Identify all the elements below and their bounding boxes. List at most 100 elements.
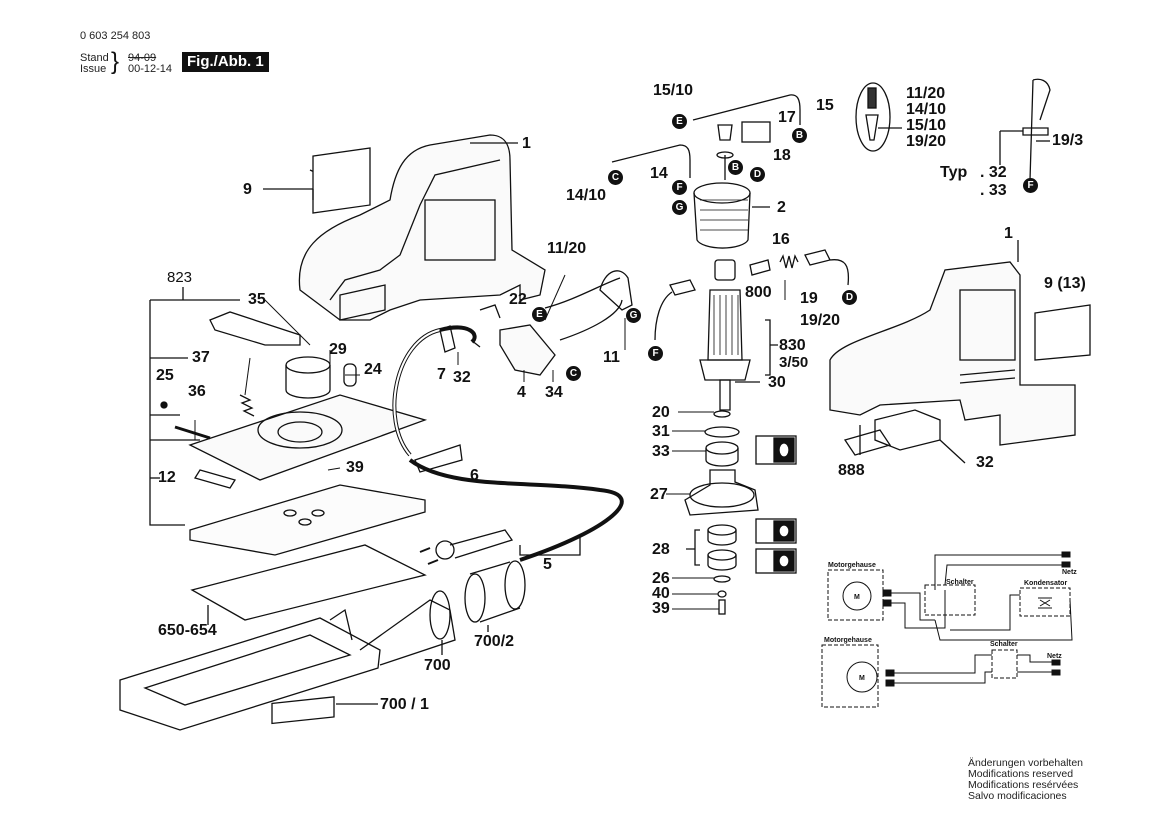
footer-line: Modifications resérvées	[968, 779, 1079, 791]
inset-item: 11/20	[906, 85, 946, 102]
callout-26: 26	[652, 570, 670, 587]
callout-31: 31	[652, 423, 670, 440]
callout-25: 25	[156, 367, 174, 384]
bearing-29	[285, 356, 331, 399]
wiring2-switch: Schalter	[990, 641, 1018, 648]
typ-label: Typ	[940, 164, 968, 181]
wiring2-mains: Netz	[1047, 653, 1062, 660]
callout-32-right: 32	[976, 454, 994, 471]
mains-plug	[419, 529, 514, 565]
callout-9: 9	[243, 181, 252, 198]
connector-badge-e: E	[672, 114, 687, 129]
nut-25	[160, 401, 168, 409]
cord-sleeve-6	[414, 444, 463, 473]
spring-16	[779, 254, 799, 269]
inset-part-list: 11/20 14/10 15/10 19/20	[906, 86, 946, 150]
connector-badge-b: B	[728, 160, 743, 175]
callout-39-left: 39	[346, 459, 364, 476]
bushing-17	[717, 124, 733, 141]
inset-item: 14/10	[906, 101, 947, 118]
lockwasher-40	[717, 590, 727, 598]
callout-11: 11	[603, 349, 620, 366]
callout-830: 830	[779, 337, 806, 354]
callout-700-1: 700 / 1	[380, 696, 429, 713]
spring-37	[239, 394, 255, 417]
stand-value: 94-09	[128, 52, 157, 64]
connector-badge-g: G	[672, 200, 687, 215]
figure-label: Fig./Abb. 1	[182, 52, 269, 72]
bearing-28	[707, 524, 737, 571]
callout-37: 37	[192, 349, 210, 366]
wiring2-motor: M	[859, 675, 865, 682]
callout-19-20: 19/20	[800, 312, 841, 329]
callout-20: 20	[652, 404, 670, 421]
callout-19-3: 19/3	[1052, 132, 1084, 149]
callout-800: 800	[745, 284, 772, 301]
wiring1-motor-housing: Motorgehause	[828, 562, 876, 569]
callout-30: 30	[768, 374, 786, 391]
power-cord	[392, 325, 624, 562]
callout-650-654: 650-654	[158, 622, 217, 639]
callout-19: 19	[800, 290, 818, 307]
callout-27: 27	[650, 486, 668, 503]
screw-39	[718, 599, 726, 615]
label-plate-9-13	[1034, 304, 1091, 361]
callout-5: 5	[543, 556, 552, 573]
inset-item: 19/20	[906, 133, 947, 150]
footer-line: Modifications reserved	[968, 768, 1074, 780]
footer-line: Salvo modificaciones	[968, 790, 1067, 802]
callout-9-13: 9 (13)	[1044, 275, 1086, 292]
bearing-33	[705, 441, 739, 467]
wiring1-mains: Netz	[1062, 569, 1077, 576]
issue-label: Issue	[80, 63, 107, 75]
carbon-brush-800	[749, 259, 771, 276]
washer-26	[713, 575, 731, 583]
sanding-pad	[189, 484, 426, 556]
connector-badge-c: C	[566, 366, 581, 381]
callout-7: 7	[437, 366, 446, 383]
callout-24: 24	[364, 361, 382, 378]
footer-disclaimer: Änderungen vorbehalten Modifications res…	[968, 758, 1083, 802]
issue-value: 00-12-14	[128, 63, 173, 75]
callout-36: 36	[188, 383, 206, 400]
connector-badge-g: G	[626, 308, 641, 323]
callout-15-10: 15/10	[653, 82, 694, 99]
ring-31	[704, 426, 740, 438]
callout-14: 14	[650, 165, 668, 182]
callout-4: 4	[517, 384, 526, 401]
callout-32-left: 32	[453, 369, 471, 386]
washer-20	[713, 410, 731, 418]
stand-label: Stand	[80, 52, 109, 64]
callout-34: 34	[545, 384, 563, 401]
nameplate-888	[843, 429, 892, 456]
callout-17: 17	[778, 109, 796, 126]
wiring-diagram-1	[827, 551, 1073, 641]
callout-16: 16	[772, 231, 790, 248]
housing-half-right	[829, 261, 1076, 451]
field-coil-2	[693, 182, 751, 249]
switch-4	[439, 270, 633, 376]
typ-value-33: . 33	[980, 182, 1007, 199]
connector-badge-b: B	[792, 128, 807, 143]
callout-33: 33	[652, 443, 670, 460]
callout-1-right: 1	[1004, 225, 1013, 242]
inset-item: 15/10	[906, 117, 947, 134]
lead-14	[611, 144, 691, 178]
callout-3-50: 3/50	[779, 354, 809, 371]
wiring1-switch: Schalter	[946, 579, 974, 586]
callout-39-right: 39	[652, 600, 670, 617]
base-plate-assembly	[188, 311, 428, 489]
sanding-sheet	[190, 544, 427, 621]
callout-40: 40	[652, 585, 670, 602]
connector-badge-f: F	[648, 346, 663, 361]
wiring1-motor: M	[854, 594, 860, 601]
brush-holder-19-3	[1022, 78, 1051, 181]
callout-6: 6	[470, 467, 479, 484]
connector-badge-d: D	[842, 290, 857, 305]
typ-value-32: . 32	[980, 164, 1007, 181]
callout-12: 12	[158, 469, 176, 486]
housing-half-left	[298, 134, 546, 321]
inset-connectors	[855, 82, 891, 152]
connector-badge-e: E	[532, 307, 547, 322]
